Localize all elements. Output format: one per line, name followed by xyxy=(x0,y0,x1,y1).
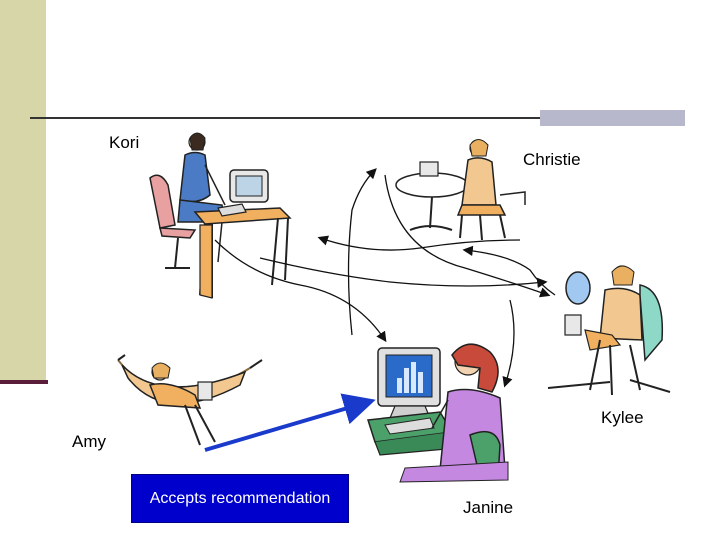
label-christie: Christie xyxy=(523,150,581,169)
title-rule-line xyxy=(30,117,542,119)
accepts-recommendation-arrow xyxy=(204,393,376,452)
christie-figure xyxy=(395,139,526,241)
title-rule-block xyxy=(540,110,685,126)
kori-figure xyxy=(149,132,292,299)
label-janine: Janine xyxy=(463,498,514,517)
arrow-janine-to-christie xyxy=(347,168,377,336)
relation-arrows xyxy=(214,168,556,388)
label-kori: Kori xyxy=(109,133,140,152)
arrow-kylee-to-christie xyxy=(462,245,556,296)
label-kylee: Kylee xyxy=(601,408,644,427)
callout-label: Accepts recommendation xyxy=(149,489,331,507)
arrow-kori-to-janine xyxy=(214,239,387,343)
kylee-figure xyxy=(547,265,671,396)
janine-figure xyxy=(367,343,509,483)
amy-figure xyxy=(117,354,263,446)
arrow-christie-to-kylee xyxy=(384,174,551,298)
accepts-recommendation-callout: Accepts recommendation xyxy=(131,474,349,523)
arrow-kylee-to-janine xyxy=(502,299,515,388)
left-sidebar-bar xyxy=(0,0,46,382)
arrow-christie-to-kori xyxy=(317,235,521,251)
label-amy: Amy xyxy=(72,432,106,451)
arrow-kori-to-kylee xyxy=(259,257,548,288)
sidebar-accent-line xyxy=(0,380,48,384)
